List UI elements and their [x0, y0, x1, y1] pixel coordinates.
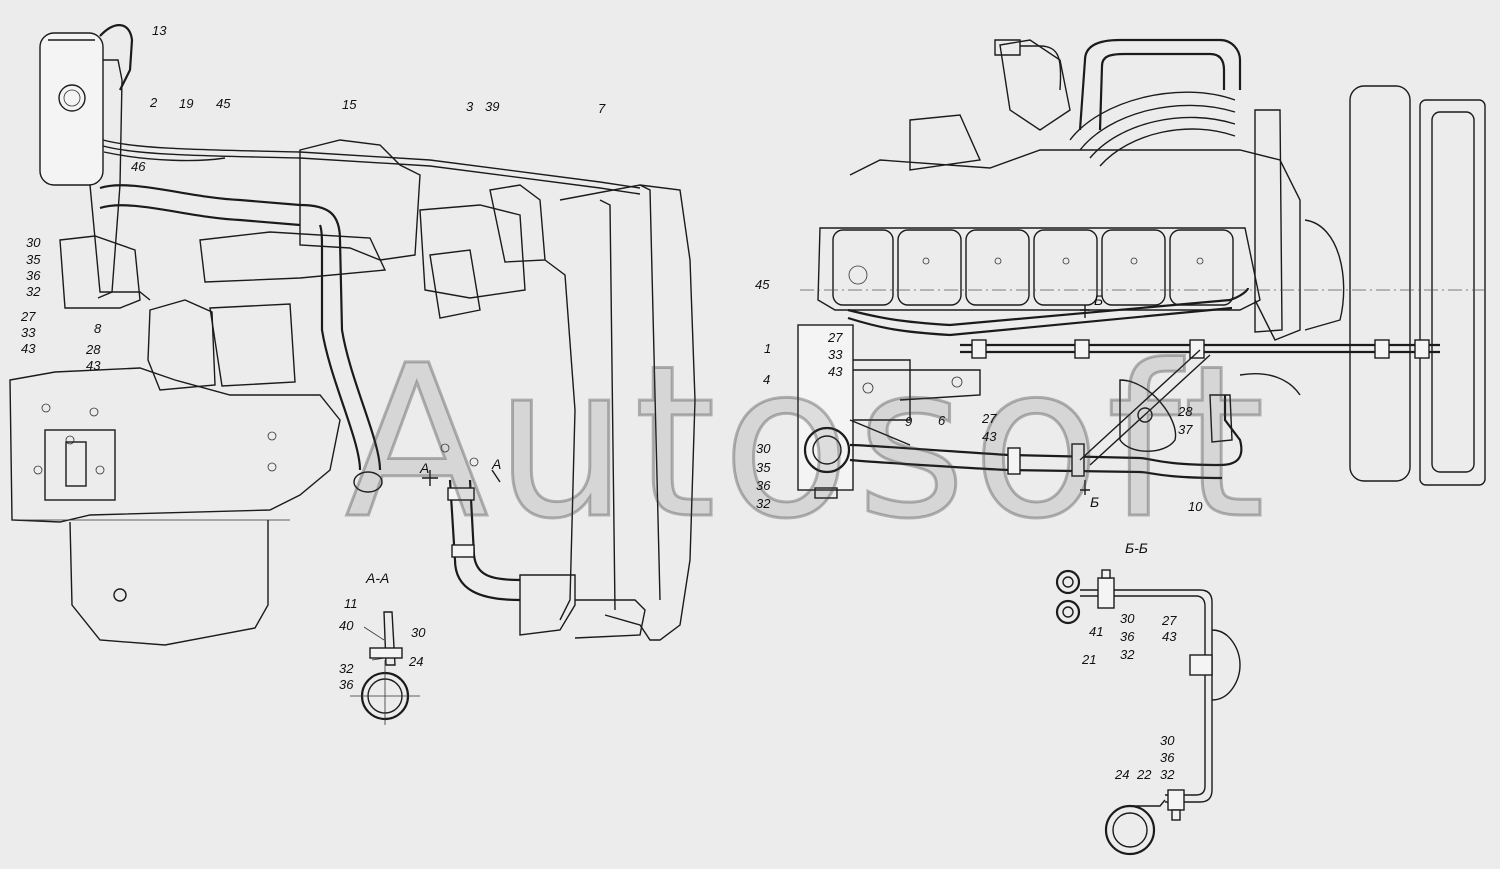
- callout-label: 46: [131, 159, 146, 174]
- callout-label: 1: [764, 341, 772, 356]
- callout-label: 27: [828, 330, 843, 345]
- callout-label: 43: [1162, 629, 1177, 644]
- callout-label: 8: [94, 321, 102, 336]
- section-marker-a-right: А: [492, 456, 502, 472]
- callout-label: 36: [1160, 750, 1175, 765]
- callout-label: 43: [21, 341, 36, 356]
- callout-label: 41: [1089, 624, 1104, 639]
- callout-label: 28: [86, 342, 101, 357]
- callout-label: 30: [1160, 733, 1175, 748]
- callout-label: 37: [1178, 422, 1193, 437]
- callout-label: 45: [755, 277, 770, 292]
- callout-label: 24: [409, 654, 424, 669]
- callout-label: 43: [828, 364, 843, 379]
- callout-label: 30: [26, 235, 41, 250]
- callout-label: 35: [26, 252, 41, 267]
- callout-label: 36: [756, 478, 771, 493]
- expansion-tank: [39, 32, 104, 186]
- section-a-a: [350, 611, 420, 725]
- callout-label: 36: [1120, 629, 1135, 644]
- callout-label: 30: [1120, 611, 1135, 626]
- callout-label: 32: [339, 661, 354, 676]
- callout-label: 21: [1082, 652, 1097, 667]
- callout-label: 36: [26, 268, 41, 283]
- callout-label: 27: [21, 309, 36, 324]
- watermark-text: Autosoft: [343, 319, 1272, 567]
- callout-label: 30: [756, 441, 771, 456]
- callout-label: 13: [152, 23, 167, 38]
- callout-label: 24: [1115, 767, 1130, 782]
- callout-label: 33: [21, 325, 36, 340]
- callout-label: 35: [756, 460, 771, 475]
- callout-label: 2: [150, 95, 158, 110]
- callout-label: 33: [828, 347, 843, 362]
- section-marker-b-top: Б: [1094, 292, 1104, 308]
- callout-label: 27: [1162, 613, 1177, 628]
- callout-label: 10: [1188, 499, 1203, 514]
- section-title-aa: А-А: [366, 570, 390, 586]
- callout-label: 36: [339, 677, 354, 692]
- callout-label: 32: [26, 284, 41, 299]
- callout-label: 3: [466, 99, 474, 114]
- callout-label: 30: [411, 625, 426, 640]
- callout-label: 43: [982, 429, 997, 444]
- callout-label: 40: [339, 618, 354, 633]
- callout-label: 9: [905, 414, 913, 429]
- left-engine-view: [9, 24, 696, 646]
- callout-label: 7: [598, 101, 606, 116]
- callout-label: 19: [179, 96, 194, 111]
- callout-label: 6: [938, 413, 946, 428]
- callout-label: 43: [86, 358, 101, 373]
- callout-label: 15: [342, 97, 357, 112]
- callout-label: 45: [216, 96, 231, 111]
- callout-label: 32: [756, 496, 771, 511]
- callout-label: 4: [763, 372, 771, 387]
- callout-label: 22: [1137, 767, 1152, 782]
- callout-label: 28: [1178, 404, 1193, 419]
- callout-label: 27: [982, 411, 997, 426]
- callout-label: 11: [344, 596, 358, 611]
- callout-label: 32: [1120, 647, 1135, 662]
- section-b-b: [1055, 569, 1241, 856]
- callout-label: 32: [1160, 767, 1175, 782]
- section-marker-b-bottom: Б: [1090, 494, 1100, 510]
- callout-label: 39: [485, 99, 500, 114]
- right-engine-view: [797, 38, 1490, 499]
- section-marker-a-left: А: [420, 460, 430, 476]
- section-title-bb: Б-Б: [1125, 540, 1148, 556]
